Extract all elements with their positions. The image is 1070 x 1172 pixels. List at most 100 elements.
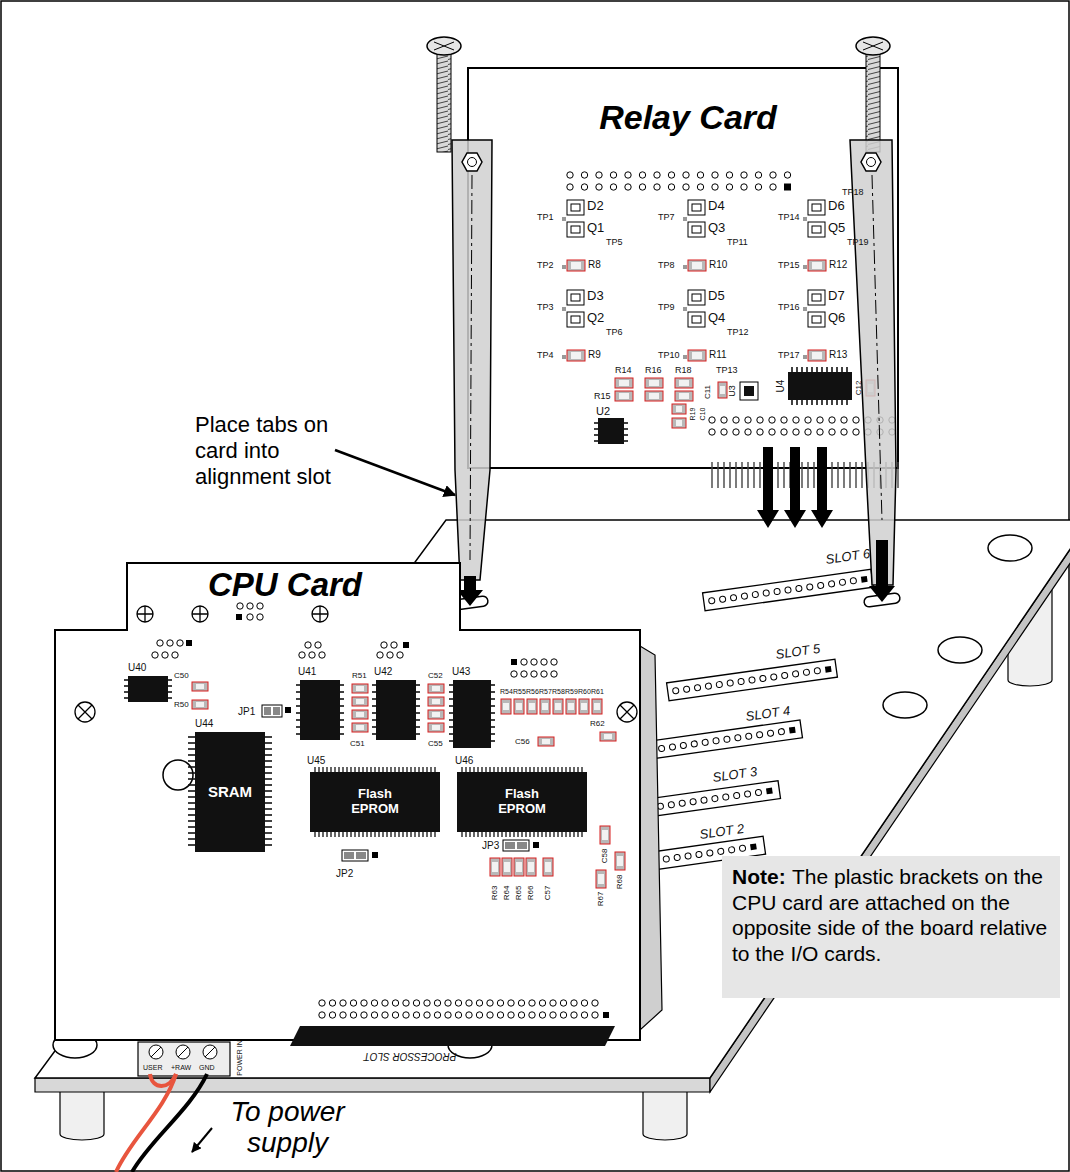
jumper: [503, 840, 529, 851]
slot-connector: [667, 659, 838, 700]
pin-one-pad: [403, 642, 409, 648]
through-hole: [755, 172, 761, 178]
component-designator: C12: [855, 381, 864, 396]
smd-part: [540, 699, 550, 714]
test-point: [803, 355, 807, 359]
through-hole: [571, 1012, 577, 1018]
diode: [571, 294, 580, 301]
component-designator: TP4: [537, 351, 554, 361]
ic-pin: [265, 778, 272, 780]
ic-pin: [265, 736, 272, 738]
ic-pin: [485, 832, 486, 837]
through-hole: [741, 184, 747, 190]
transistor: [567, 222, 584, 237]
through-hole: [560, 1000, 566, 1006]
slot-label: SLOT 3: [712, 765, 758, 785]
ic-pin: [330, 832, 331, 837]
smd-part: [596, 870, 606, 888]
ic-pin: [188, 790, 195, 792]
component-designator: R51: [352, 672, 367, 681]
smd-part: [604, 734, 612, 739]
component-designator: JP3: [482, 840, 499, 851]
terminal-label: POWER IN: [236, 1040, 244, 1075]
through-hole: [610, 184, 616, 190]
component-designator: JP1: [238, 706, 255, 717]
insert-arrow: [869, 540, 895, 602]
ic-pin: [449, 740, 453, 742]
through-hole: [784, 172, 790, 178]
ic-pin: [265, 808, 272, 810]
ic-pin: [841, 367, 843, 372]
component-designator: TP7: [658, 213, 675, 223]
through-hole: [853, 417, 859, 423]
component-designator: R66: [527, 886, 536, 901]
ic-pin: [501, 832, 502, 837]
transistor: [812, 316, 821, 323]
through-hole: [424, 1000, 430, 1006]
ic-pin: [465, 832, 466, 837]
ic-pin: [816, 367, 818, 372]
ic-pin: [296, 733, 300, 735]
ic-pin: [735, 462, 736, 488]
ic-pin: [836, 367, 838, 372]
ic-pin: [326, 832, 327, 837]
slot-label: SLOT 5: [775, 642, 821, 662]
flash-eprom-chip: Flash EPROM: [310, 772, 440, 832]
ic-pin: [418, 832, 419, 837]
through-hole: [541, 671, 547, 677]
through-hole: [531, 671, 537, 677]
ic-pin: [416, 691, 420, 693]
through-hole: [581, 184, 587, 190]
through-hole: [529, 1000, 535, 1006]
through-hole: [672, 687, 679, 694]
test-point: [562, 355, 566, 359]
plastic-bracket: [470, 175, 472, 560]
mounting-screw: [312, 606, 328, 622]
smd-part: [527, 699, 537, 714]
through-hole: [639, 184, 645, 190]
through-hole: [397, 652, 403, 658]
through-hole: [466, 1000, 472, 1006]
through-hole: [716, 681, 723, 688]
through-hole: [539, 1000, 545, 1006]
smd-part: [514, 858, 524, 876]
ic-pin: [831, 462, 832, 488]
through-hole: [685, 853, 692, 860]
through-hole: [774, 588, 781, 595]
smd-part: [812, 352, 822, 359]
ic-pin: [188, 820, 195, 822]
ic-pin: [796, 400, 798, 405]
smd-part: [567, 260, 585, 271]
ic-pin: [296, 712, 300, 714]
slot-connector: [642, 720, 803, 760]
ic-pin: [188, 754, 195, 756]
through-hole: [518, 1012, 524, 1018]
through-hole: [329, 1012, 335, 1018]
ic-pin: [577, 832, 578, 837]
ic-pin: [188, 748, 195, 750]
ic-pin: [124, 697, 128, 699]
ic-pin: [410, 832, 411, 837]
smd-part: [542, 739, 550, 744]
ic-pin: [513, 832, 514, 837]
component-designator: U4: [775, 380, 786, 393]
ic-pin: [594, 428, 598, 430]
through-hole: [841, 429, 847, 435]
ic-pin: [549, 832, 550, 837]
through-hole: [466, 1012, 472, 1018]
ic-pin: [188, 742, 195, 744]
through-hole: [529, 1012, 535, 1018]
smd-part: [428, 710, 444, 719]
mounting-screw: [192, 606, 208, 622]
through-hole: [690, 798, 697, 805]
through-hole: [709, 417, 715, 423]
through-hole: [770, 172, 776, 178]
ic-pin: [406, 832, 407, 837]
through-hole: [683, 184, 689, 190]
edge-connector: [290, 1026, 615, 1046]
through-hole: [539, 1012, 545, 1018]
ic-pin: [430, 832, 431, 837]
smd-part: [192, 682, 208, 691]
through-hole: [639, 172, 645, 178]
through-hole: [829, 429, 835, 435]
